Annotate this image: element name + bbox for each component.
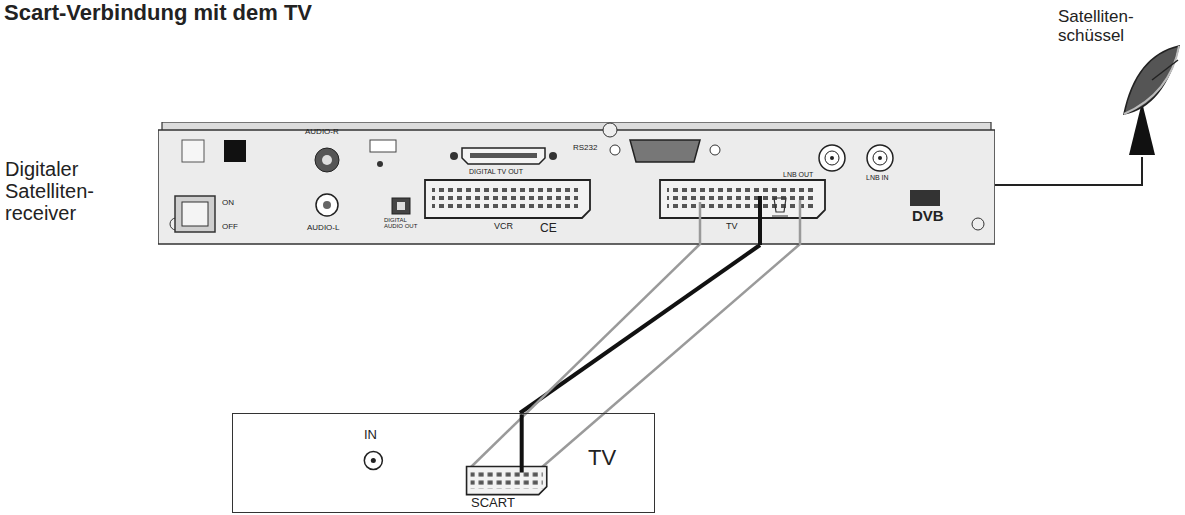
- dsub-port: [630, 140, 700, 162]
- dish-rim: [1124, 46, 1179, 114]
- port-label: VCR: [494, 222, 513, 231]
- scart-pins: [667, 186, 813, 210]
- screw: [610, 145, 620, 155]
- rca-jack: [322, 155, 332, 165]
- scart-pins: [432, 186, 578, 210]
- grey-wire: [699, 202, 702, 245]
- port-label: RS232: [573, 144, 597, 152]
- port-label: DIGITAL TV OUT: [469, 168, 523, 175]
- optical-out: [392, 198, 410, 214]
- antenna-in: [371, 458, 376, 463]
- scart-port: [425, 180, 590, 218]
- marking: [370, 140, 396, 152]
- dish-bowl: [1124, 46, 1179, 114]
- scart-cable: [758, 196, 762, 245]
- cable-connector: [520, 245, 760, 413]
- scart-port: [467, 467, 547, 495]
- port-label: IN: [364, 428, 377, 442]
- hdmi-port: [462, 148, 545, 164]
- f-connector: [878, 156, 882, 160]
- satellite-dish: Satelliten- schüssel: [1058, 2, 1182, 157]
- logo: DVB: [912, 208, 944, 224]
- rca-jack: [315, 148, 339, 172]
- power-switch: [175, 196, 215, 232]
- scart-cable: [520, 414, 524, 472]
- f-connector: [867, 145, 893, 171]
- rca-jack: [323, 201, 331, 209]
- panel-body: [158, 130, 995, 244]
- power-switch-rocker: [182, 202, 208, 226]
- receiver-panel: [158, 122, 995, 245]
- port-label: TV: [726, 222, 738, 231]
- screw: [450, 152, 458, 160]
- weee-symbol: [772, 198, 788, 216]
- switch-label: ON: [222, 199, 234, 207]
- node-label: Digitaler Satelliten- receiver: [5, 158, 135, 224]
- port-label: SCART: [471, 496, 515, 510]
- led: [377, 161, 383, 167]
- port-label: DIGITAL AUDIO OUT: [384, 217, 422, 230]
- node-label: Satelliten- schüssel: [1058, 8, 1158, 45]
- feed-arm: [1152, 60, 1178, 80]
- label-plate: [182, 140, 204, 162]
- port-label: AUDIO-L: [307, 224, 339, 232]
- node-label: TV: [588, 446, 648, 470]
- f-connector: [873, 151, 887, 165]
- port-label: LNB OUT: [783, 171, 813, 178]
- power-socket: [224, 140, 246, 162]
- grey-wire: [470, 244, 700, 468]
- rca-jack: [316, 194, 338, 216]
- grey-wire: [799, 200, 802, 245]
- tv-box: TV: [232, 413, 655, 513]
- scart-pins: [471, 471, 543, 489]
- port-label: AUDIO-R: [305, 128, 339, 136]
- satellite-receiver: Digitaler Satelliten- receiver: [158, 122, 995, 245]
- screw: [710, 145, 720, 155]
- cable-connector: [995, 157, 1142, 185]
- f-connector: [830, 156, 834, 160]
- port-label: LNB IN: [866, 174, 889, 181]
- grey-wire: [541, 244, 800, 468]
- logo-plate: [910, 190, 940, 206]
- f-connector: [819, 145, 845, 171]
- screw: [972, 218, 984, 230]
- antenna-in: [364, 451, 382, 469]
- diagram-title: Scart-Verbindung mit dem TV: [4, 1, 312, 24]
- f-connector: [825, 151, 839, 165]
- optical-out: [397, 202, 405, 210]
- hdmi-port: [470, 153, 537, 158]
- screw: [549, 152, 557, 160]
- switch-label: OFF: [222, 223, 238, 231]
- screw: [603, 123, 617, 137]
- ce-mark: CE: [540, 222, 557, 235]
